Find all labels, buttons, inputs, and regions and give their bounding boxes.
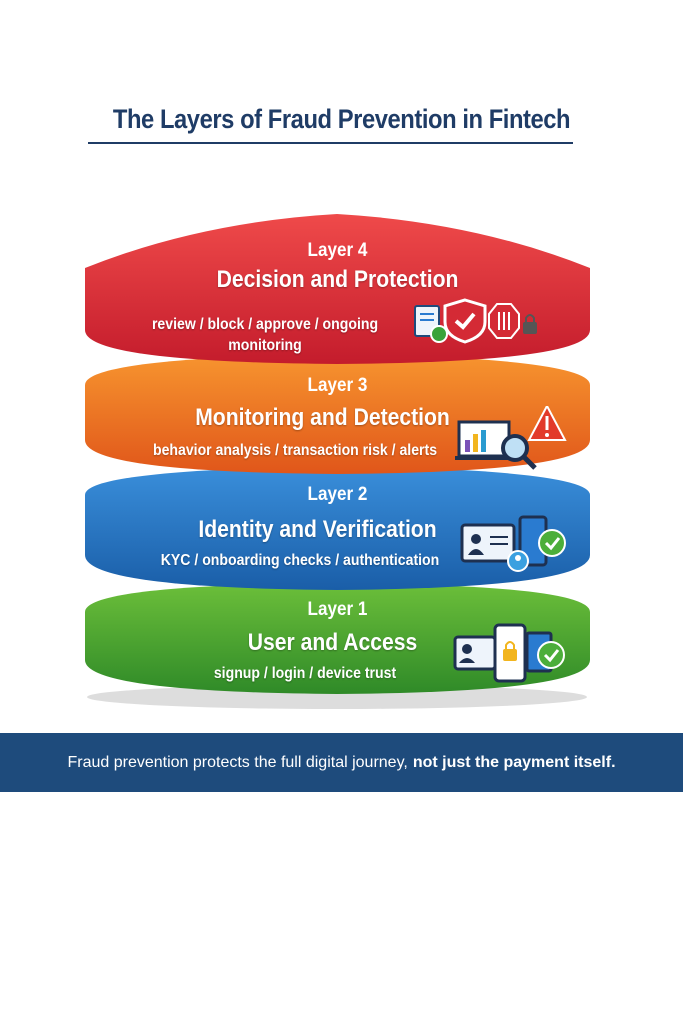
layer-description: signup / login / device trust — [213, 665, 397, 682]
layer-4: Layer 4 Decision and Protection review /… — [85, 214, 590, 364]
footer-banner: Fraud prevention protects the full digit… — [0, 733, 683, 792]
layer-name: Identity and Verification — [198, 516, 437, 543]
layer-name: Monitoring and Detection — [195, 404, 450, 431]
footer-text: Fraud prevention protects the full digit… — [67, 753, 408, 771]
layer-name: User and Access — [247, 629, 418, 656]
layer-description: behavior analysis / transaction risk / a… — [152, 442, 438, 459]
footer-text-bold: not just the payment itself. — [412, 753, 616, 771]
layer-1: Layer 1 User and Access signup / login /… — [85, 583, 590, 695]
layer-1-icons — [453, 623, 565, 683]
layer-3-icons — [455, 406, 567, 470]
layer-2: Layer 2 Identity and Verification KYC / … — [85, 468, 590, 588]
document-check-icon — [414, 305, 448, 343]
check-icon — [538, 529, 566, 557]
warning-icon — [527, 406, 567, 441]
layer-3: Layer 3 Monitoring and Detection behavio… — [85, 354, 590, 474]
shield-check-icon — [443, 298, 487, 344]
bar-chart-monitor-icon — [455, 420, 513, 460]
layer-number: Layer 4 — [307, 240, 368, 261]
title-underline — [88, 142, 573, 144]
stop-sign-icon — [488, 303, 520, 339]
id-card-icon — [460, 523, 516, 563]
layer-description: KYC / onboarding checks / authentication — [160, 552, 440, 569]
page-title: The Layers of Fraud Prevention in Fintec… — [112, 104, 571, 134]
user-icon — [507, 550, 529, 572]
phone-lock-icon — [493, 623, 527, 683]
magnifier-icon — [501, 434, 537, 470]
id-card-icon — [453, 635, 497, 671]
lock-icon — [523, 314, 537, 334]
layer-number: Layer 1 — [307, 599, 368, 620]
layer-number: Layer 3 — [307, 375, 368, 396]
layer-2-icons — [460, 515, 566, 572]
layer-description: review / block / approve / ongoing monit… — [151, 316, 379, 354]
shadow — [87, 685, 587, 709]
layer-name: Decision and Protection — [216, 266, 459, 293]
layer-4-icons — [414, 298, 537, 344]
check-icon — [537, 641, 565, 669]
layer-number: Layer 2 — [307, 484, 368, 505]
